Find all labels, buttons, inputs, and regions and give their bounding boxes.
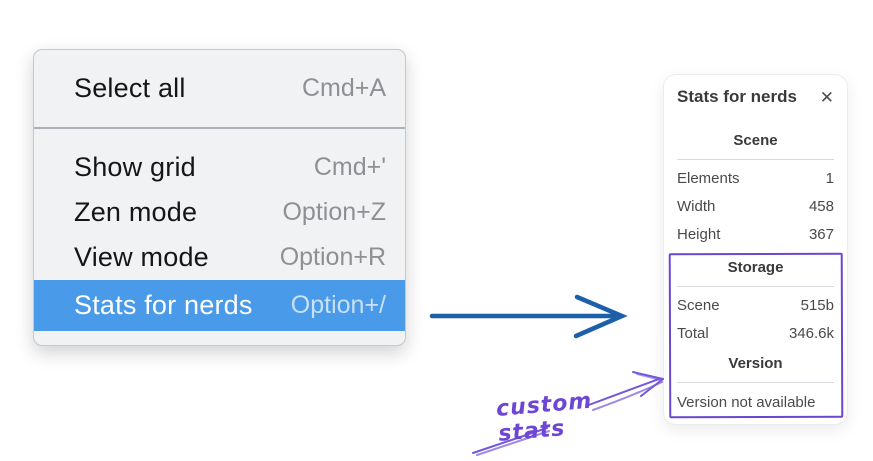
menu-item-label: Stats for nerds bbox=[74, 290, 253, 320]
stat-label: Total bbox=[677, 325, 709, 342]
stats-panel-title: Stats for nerds bbox=[677, 87, 797, 106]
stat-row-elements: Elements 1 bbox=[677, 165, 834, 193]
menu-item-view-mode[interactable]: View mode Option+R bbox=[34, 235, 405, 280]
menu-section: Show grid Cmd+' Zen mode Option+Z View m… bbox=[34, 129, 405, 345]
menu-item-zen-mode[interactable]: Zen mode Option+Z bbox=[34, 190, 405, 235]
menu-item-shortcut: Option+R bbox=[279, 243, 386, 271]
stat-label: Elements bbox=[677, 170, 740, 187]
menu-item-show-grid[interactable]: Show grid Cmd+' bbox=[34, 145, 405, 190]
menu-item-shortcut: Option+Z bbox=[282, 198, 386, 226]
stats-panel-header: Stats for nerds ✕ bbox=[677, 75, 834, 119]
menu-item-shortcut: Cmd+A bbox=[301, 74, 386, 102]
annotation-text: custom stats bbox=[495, 388, 594, 447]
flow-arrow-icon bbox=[429, 294, 628, 339]
menu-item-label: Show grid bbox=[74, 152, 196, 182]
section-divider bbox=[677, 382, 834, 383]
menu-separator bbox=[34, 127, 405, 129]
stat-value: 1 bbox=[825, 170, 834, 187]
stat-row-scene-storage: Scene 515b bbox=[677, 292, 834, 320]
menu-item-label: Select all bbox=[74, 73, 186, 103]
menu-item-stats-for-nerds[interactable]: Stats for nerds Option+/ bbox=[34, 280, 405, 331]
section-heading: Scene bbox=[733, 132, 778, 149]
menu-item-label: Zen mode bbox=[74, 197, 198, 227]
version-status-text: Version not available bbox=[677, 394, 816, 411]
close-icon[interactable]: ✕ bbox=[819, 87, 834, 107]
stat-label: Width bbox=[677, 198, 716, 215]
stat-value: 367 bbox=[808, 226, 834, 243]
context-menu: Select all Cmd+A Show grid Cmd+' Zen mod… bbox=[33, 49, 406, 346]
stat-row-height: Height 367 bbox=[677, 221, 834, 249]
menu-item-shortcut: Cmd+' bbox=[313, 153, 386, 181]
menu-item-shortcut: Option+/ bbox=[290, 291, 386, 319]
stats-section-scene: Scene Elements 1 Width 458 Height 367 bbox=[677, 130, 834, 249]
stats-section-version: Version Version not available bbox=[677, 353, 834, 417]
stat-row-width: Width 458 bbox=[677, 193, 834, 221]
menu-item-label: View mode bbox=[74, 242, 209, 272]
stat-value: 515b bbox=[800, 297, 834, 314]
section-divider bbox=[677, 286, 834, 287]
stats-section-storage: Storage Scene 515b Total 346.6k bbox=[677, 257, 834, 348]
stat-value: 346.6k bbox=[788, 325, 834, 342]
stat-value: 458 bbox=[808, 198, 834, 215]
section-divider bbox=[677, 159, 834, 160]
section-heading: Version bbox=[728, 355, 783, 372]
section-heading: Storage bbox=[727, 259, 784, 276]
menu-item-select-all[interactable]: Select all Cmd+A bbox=[34, 50, 405, 127]
stat-label: Height bbox=[677, 226, 721, 243]
stats-panel: Stats for nerds ✕ Scene Elements 1 Width… bbox=[663, 74, 848, 425]
stat-label: Scene bbox=[677, 297, 720, 314]
stat-row-total-storage: Total 346.6k bbox=[677, 320, 834, 348]
